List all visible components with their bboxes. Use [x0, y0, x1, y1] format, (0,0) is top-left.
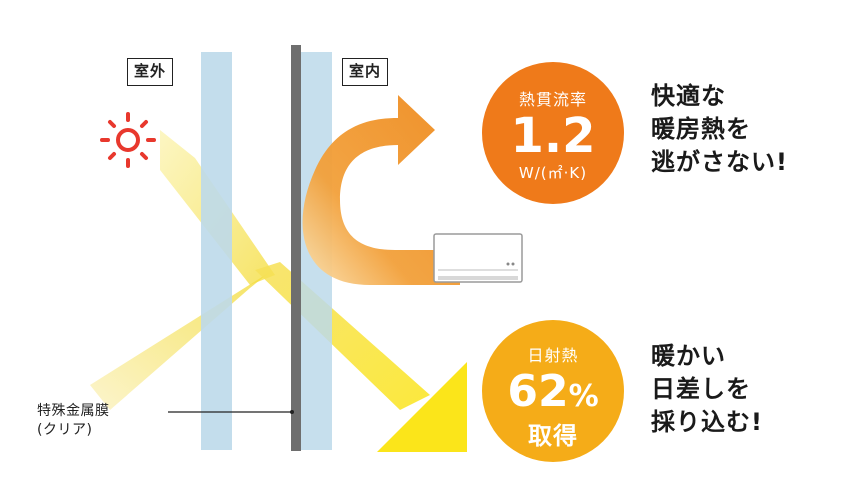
- solar-gain-circle: 日射熱 62% 取得: [482, 320, 624, 462]
- film-label-line-1: 特殊金属膜: [37, 403, 110, 419]
- solar-gain-value-row: 62%: [482, 370, 624, 414]
- tagline-top-line-1: 快適な: [651, 82, 726, 110]
- indoor-label: 室内: [342, 58, 389, 86]
- solar-gain-value: 62: [507, 366, 569, 417]
- tagline-top-line-3: 逃がさない!: [651, 148, 788, 176]
- heat-transfer-value: 1.2: [510, 108, 596, 164]
- sun-beam-arrowhead: [377, 362, 467, 452]
- solar-gain-title: 日射熱: [527, 346, 579, 365]
- film-label-line-2: (クリア): [37, 422, 93, 438]
- heat-transfer-unit: W/(㎡·K): [518, 164, 588, 182]
- metal-film: [291, 45, 301, 451]
- heat-arrow: [302, 95, 460, 285]
- outer-glass-pane: [201, 52, 232, 450]
- tagline-bottom-line-3: 採り込む!: [651, 408, 763, 436]
- outdoor-label: 室外: [127, 58, 174, 86]
- tagline-bottom-line-2: 日差しを: [651, 375, 751, 403]
- tagline-bottom: 暖かい 日差しを 採り込む!: [651, 340, 763, 439]
- solar-gain-percent: %: [568, 379, 599, 414]
- tagline-top: 快適な 暖房熱を 逃がさない!: [651, 80, 788, 179]
- heat-transfer-circle: 熱貫流率 1.2 W/(㎡·K): [482, 62, 624, 204]
- heat-transfer-title: 熱貫流率: [518, 90, 587, 109]
- film-label: 特殊金属膜 (クリア): [37, 402, 110, 440]
- air-conditioner-icon: [433, 233, 523, 283]
- solar-gain-suffix: 取得: [528, 422, 578, 450]
- tagline-bottom-line-1: 暖かい: [651, 342, 726, 370]
- sun-icon: [100, 112, 156, 168]
- tagline-top-line-2: 暖房熱を: [651, 115, 751, 143]
- sun-beam-reflected: [90, 272, 270, 410]
